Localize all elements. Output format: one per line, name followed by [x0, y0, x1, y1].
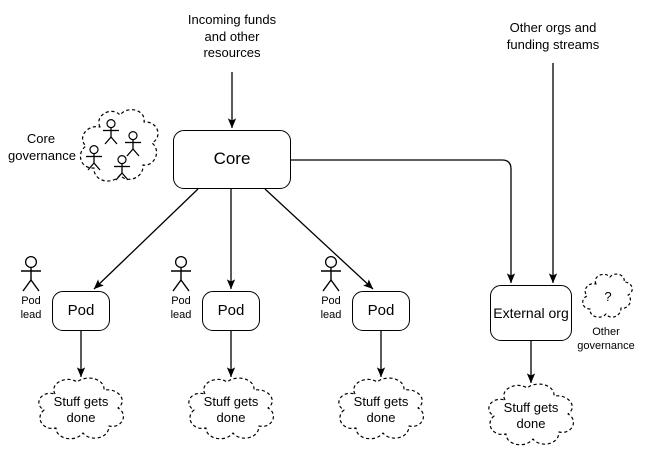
pod-lead-2-icon: [168, 255, 194, 292]
person-icon: [101, 118, 121, 145]
outcome-cloud-2: Stuff gets done: [183, 377, 279, 443]
pod-node-2[interactable]: Pod: [202, 291, 260, 331]
outcome-cloud-4-label: Stuff gets done: [503, 399, 559, 431]
outcome-cloud-1: Stuff gets done: [33, 377, 129, 443]
person-icon: [112, 154, 132, 181]
core-node[interactable]: Core: [173, 130, 291, 189]
other-orgs-label: Other orgs and funding streams: [506, 20, 600, 52]
pod-lead-1-icon: [18, 255, 44, 292]
person-icon: [84, 144, 104, 171]
core-governance-cloud: [74, 107, 162, 189]
outcome-cloud-2-label: Stuff gets done: [203, 393, 259, 425]
pod-node-3[interactable]: Pod: [352, 291, 410, 331]
pod-lead-1-label: Pod lead: [20, 295, 42, 322]
person-icon: [123, 130, 143, 157]
pod-node-1[interactable]: Pod: [52, 291, 110, 331]
outcome-cloud-1-label: Stuff gets done: [53, 393, 109, 425]
incoming-funds-label: Incoming funds and other resources: [187, 12, 277, 61]
pod-lead-2-label: Pod lead: [170, 295, 192, 322]
outcome-cloud-3-label: Stuff gets done: [353, 393, 409, 425]
pod-lead-3-label: Pod lead: [320, 295, 342, 322]
pod-lead-3-icon: [318, 255, 344, 292]
external-org-node[interactable]: External org: [490, 285, 572, 341]
other-governance-cloud: ?: [581, 272, 635, 322]
core-governance-label: Core governance: [8, 131, 76, 163]
other-governance-label: Other governance: [577, 326, 635, 353]
outcome-cloud-3: Stuff gets done: [333, 377, 429, 443]
other-governance-question-mark: ?: [604, 288, 612, 304]
outcome-cloud-4: Stuff gets done: [483, 383, 579, 449]
